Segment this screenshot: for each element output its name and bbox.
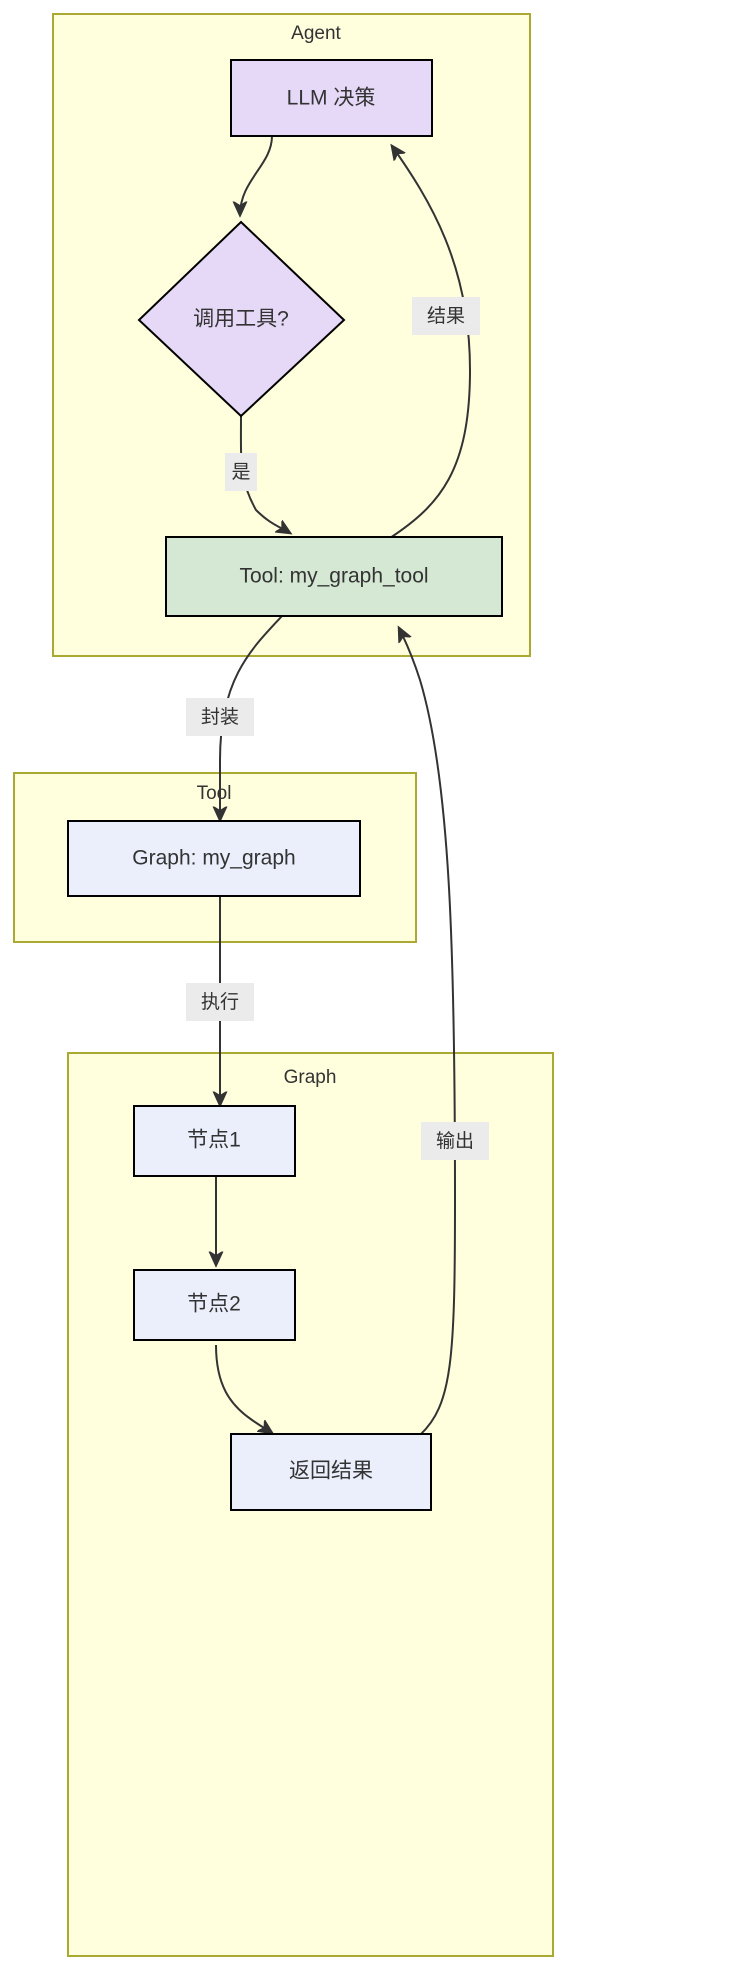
node-node1-label: 节点1 xyxy=(187,1129,241,1152)
edge-label-zhixing-text: 执行 xyxy=(201,991,239,1013)
edge-node2-to-result xyxy=(215,1344,272,1433)
node-llm-label: LLM 决策 xyxy=(287,87,376,110)
node-llm-box[interactable] xyxy=(230,59,433,137)
node-node1[interactable]: 节点1 xyxy=(133,1105,296,1177)
edge-label-fengzhuang: 封装 xyxy=(186,698,254,736)
edge-label-shi-text: 是 xyxy=(231,462,250,483)
edge-label-fengzhuang-bg xyxy=(186,698,254,736)
node-node1-box[interactable] xyxy=(133,1105,296,1177)
node-decision[interactable]: 调用工具? xyxy=(137,220,346,418)
edge-label-jieguo-text: 结果 xyxy=(427,305,465,327)
node-node2-label: 节点2 xyxy=(187,1293,241,1316)
node-decision-label: 调用工具? xyxy=(193,308,289,331)
edge-tool-to-llm xyxy=(389,146,472,539)
node-tool-label: Tool: my_graph_tool xyxy=(239,565,428,588)
cluster-tool-label: Tool xyxy=(197,783,232,804)
node-result-box[interactable] xyxy=(230,1433,432,1511)
node-result-label: 返回结果 xyxy=(289,1460,373,1483)
edge-label-shi-bg xyxy=(225,453,257,491)
node-result[interactable]: 返回结果 xyxy=(230,1433,432,1511)
node-llm[interactable]: LLM 决策 xyxy=(230,59,433,137)
cluster-graph-label: Graph xyxy=(284,1067,337,1088)
edge-result-to-tool xyxy=(399,628,457,1436)
edge-label-zhixing-bg xyxy=(186,983,254,1021)
node-node2-box[interactable] xyxy=(133,1269,296,1341)
edge-label-shuchu-bg xyxy=(421,1122,489,1160)
edge-label-jieguo: 结果 xyxy=(412,297,480,335)
edge-label-shuchu: 输出 xyxy=(421,1122,489,1160)
edge-label-shi: 是 xyxy=(225,453,257,491)
edge-label-shuchu-text: 输出 xyxy=(436,1130,474,1152)
edge-label-zhixing: 执行 xyxy=(186,983,254,1021)
node-tool[interactable]: Tool: my_graph_tool xyxy=(165,536,503,617)
node-decision-shape[interactable] xyxy=(137,220,346,418)
edge-label-fengzhuang-text: 封装 xyxy=(201,706,239,728)
edge-label-jieguo-bg xyxy=(412,297,480,335)
node-graph-label: Graph: my_graph xyxy=(132,847,295,870)
edge-decision-to-tool xyxy=(239,414,290,533)
cluster-agent-label: Agent xyxy=(291,23,341,44)
edge-llm-to-decision xyxy=(240,135,273,215)
node-node2[interactable]: 节点2 xyxy=(133,1269,296,1341)
node-graph[interactable]: Graph: my_graph xyxy=(67,820,361,897)
node-tool-box[interactable] xyxy=(165,536,503,617)
node-graph-box[interactable] xyxy=(67,820,361,897)
